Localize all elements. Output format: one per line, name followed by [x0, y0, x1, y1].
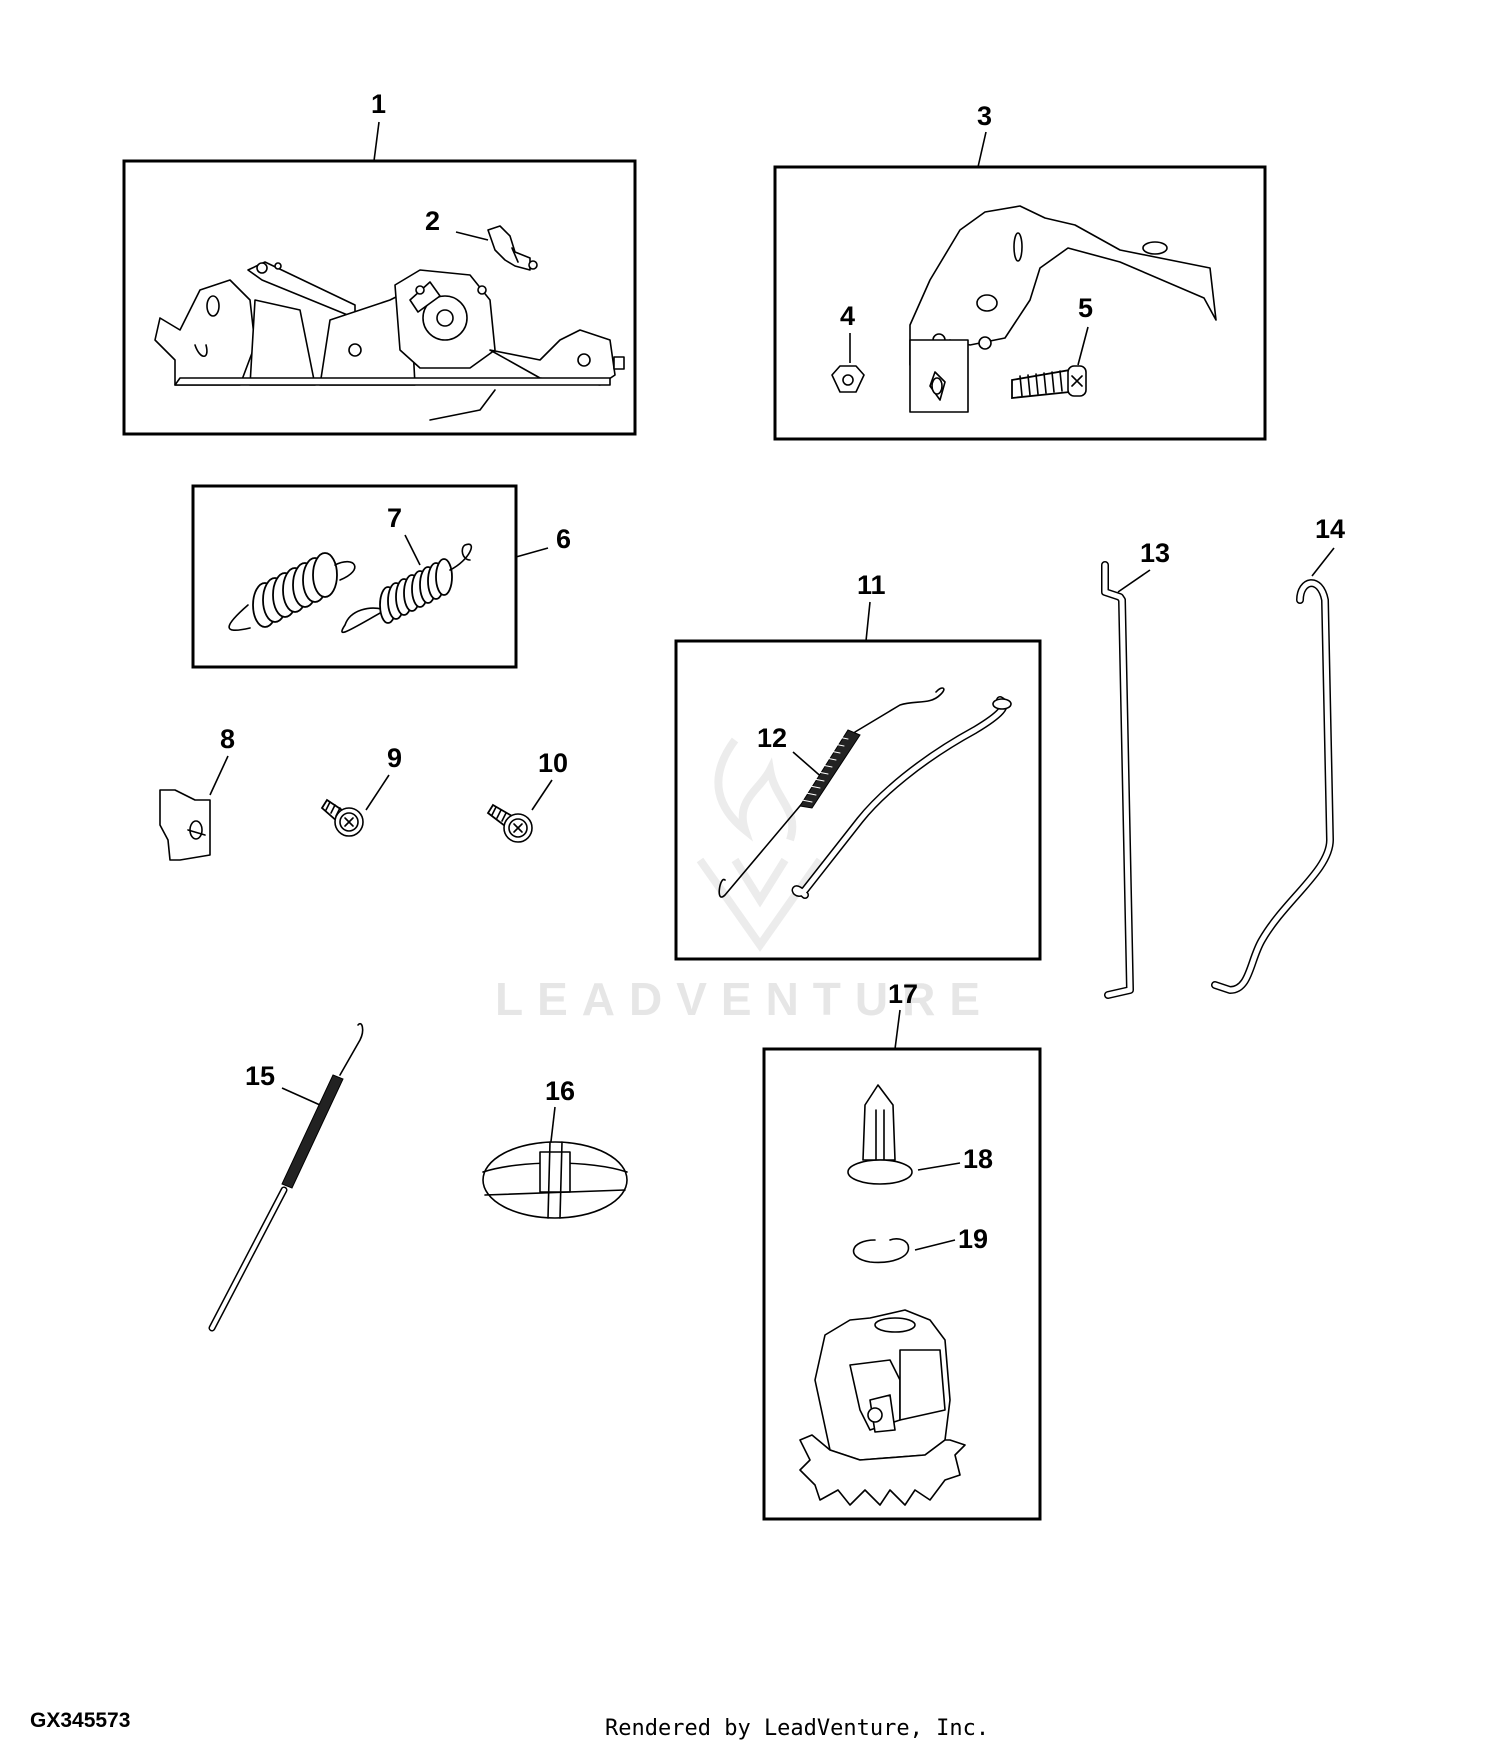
leader-10 [531, 779, 553, 811]
leader-9 [365, 774, 390, 811]
push-rivet-18[interactable] [847, 1084, 913, 1185]
hex-nut[interactable] [831, 365, 865, 393]
callout-19[interactable]: 19 [958, 1224, 988, 1254]
frame-3 [773, 165, 1267, 441]
lever-bracket[interactable] [909, 205, 1217, 413]
callout-1[interactable]: 1 [371, 89, 386, 119]
leader-7 [404, 534, 421, 566]
frame-1 [122, 159, 637, 436]
part-group-6 [191, 484, 549, 669]
leader-14 [1311, 547, 1335, 577]
rod-11[interactable] [791, 696, 1012, 899]
leader-1 [373, 121, 380, 162]
leader-5 [1077, 326, 1089, 366]
watermark-text: LEADVENTURE [495, 973, 994, 1025]
callout-2[interactable]: 2 [425, 206, 440, 236]
callout-7[interactable]: 7 [387, 503, 402, 533]
spring-12[interactable] [718, 687, 945, 898]
cap-16[interactable] [482, 1141, 628, 1219]
leader-17 [894, 1009, 901, 1050]
callout-6[interactable]: 6 [556, 524, 571, 554]
callout-labels: 1 2 3 4 5 6 7 8 9 10 11 12 13 14 15 16 1… [220, 89, 1345, 1254]
leader-13 [1117, 569, 1151, 593]
spring-15[interactable] [208, 1022, 364, 1332]
callout-13[interactable]: 13 [1140, 538, 1170, 568]
frame-6 [191, 484, 518, 669]
part-group-11 [674, 601, 1042, 961]
frame-17 [762, 1047, 1042, 1521]
screw-9[interactable] [320, 798, 364, 837]
leader-3 [977, 131, 987, 168]
frame-11 [674, 639, 1042, 961]
leader-15 [281, 1087, 321, 1106]
part-group-17 [762, 1009, 1042, 1521]
leadventure-logo-icon [696, 737, 824, 952]
rod-14[interactable] [1211, 579, 1334, 994]
callout-9[interactable]: 9 [387, 743, 402, 773]
switch-bracket[interactable] [487, 225, 538, 271]
callout-15[interactable]: 15 [245, 1061, 275, 1091]
leader-8 [209, 755, 229, 796]
gear-housing[interactable] [799, 1309, 966, 1506]
leadventure-watermark: LEADVENTURE [495, 737, 994, 1025]
callout-8[interactable]: 8 [220, 724, 235, 754]
leader-6 [515, 547, 549, 558]
screw-5[interactable] [1011, 365, 1087, 399]
leader-2 [455, 231, 489, 241]
leader-19 [914, 1239, 956, 1251]
screw-10[interactable] [486, 803, 533, 843]
callout-3[interactable]: 3 [977, 101, 992, 131]
callout-11[interactable]: 11 [857, 570, 886, 600]
callout-14[interactable]: 14 [1315, 514, 1345, 544]
part-group-1 [122, 121, 637, 436]
callout-17[interactable]: 17 [888, 979, 918, 1009]
part-group-3 [773, 131, 1267, 441]
clip-8[interactable] [159, 789, 211, 861]
leader-11 [865, 601, 871, 642]
snap-ring-19[interactable] [852, 1238, 910, 1264]
spring-6[interactable] [228, 552, 356, 632]
figure-id: GX345573 [30, 1709, 130, 1732]
callout-5[interactable]: 5 [1078, 293, 1093, 323]
callout-18[interactable]: 18 [963, 1144, 993, 1174]
control-assembly[interactable] [154, 261, 625, 421]
render-credit: Rendered by LeadVenture, Inc. [605, 1716, 989, 1741]
spring-7[interactable] [341, 543, 473, 634]
callout-16[interactable]: 16 [545, 1076, 575, 1106]
rod-13[interactable] [1101, 561, 1134, 999]
callout-12[interactable]: 12 [757, 723, 787, 753]
callout-4[interactable]: 4 [840, 301, 855, 331]
callout-10[interactable]: 10 [538, 748, 568, 778]
leader-18 [917, 1162, 961, 1171]
